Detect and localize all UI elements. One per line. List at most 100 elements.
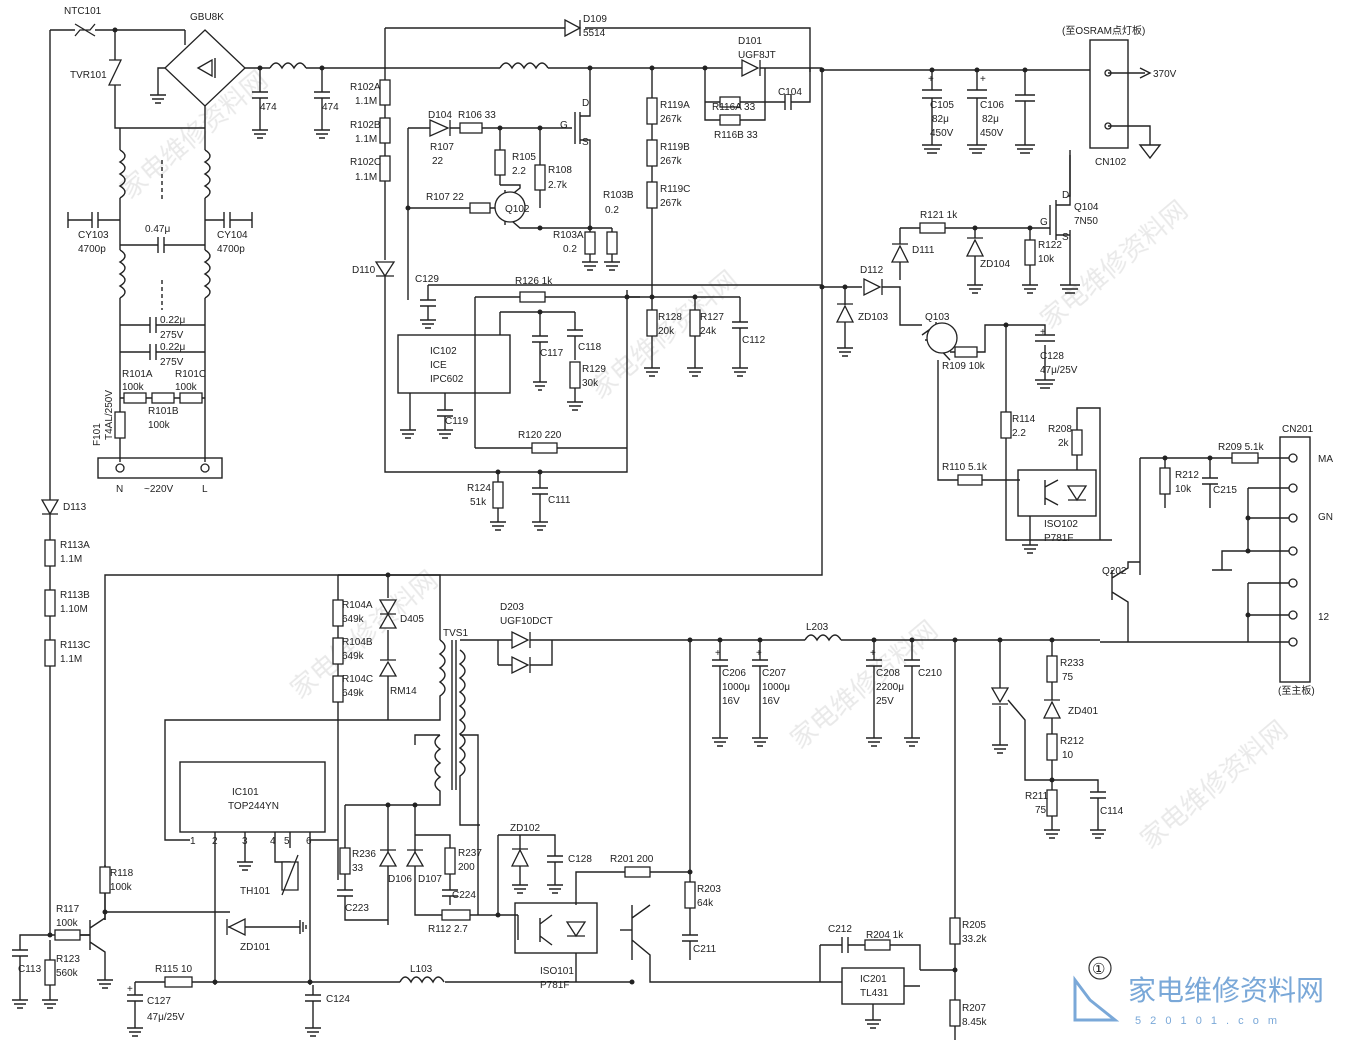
r102a-label: R102A	[350, 82, 381, 93]
c022a-volt: 275V	[160, 330, 184, 341]
brand-logo: ① 家电维修资料网 5 2 0 1 0 1 . c o m	[1073, 956, 1324, 1027]
c129-label: C129	[415, 274, 439, 285]
r128-label: R128	[658, 312, 682, 323]
cy104-label: CY104	[217, 230, 248, 241]
c208-plus: +	[870, 648, 876, 659]
r124-label: R124	[467, 483, 491, 494]
gn-label: GN	[1318, 512, 1333, 523]
r237-value: 200	[458, 862, 475, 873]
q102-transistor	[494, 191, 526, 223]
r101b-value: 100k	[148, 420, 171, 431]
r127-value: 24k	[700, 326, 717, 337]
c022a-label: 0.22μ	[160, 315, 185, 326]
c047-label: 0.47μ	[145, 224, 170, 235]
cn201-connector	[1279, 436, 1311, 683]
r103a-label: R103A	[553, 230, 584, 241]
r106-label: R106 33	[458, 110, 496, 121]
pfc-section: 474 474 D109 5514 R102A 1.1M R102B 1.1M …	[104, 14, 1177, 920]
ic201-part: TL431	[860, 988, 889, 999]
r113a-label: R113A	[60, 540, 90, 551]
f101-rating: T4AL/250V	[104, 390, 115, 440]
r105-label: R105	[512, 152, 536, 163]
c118-label: C118	[578, 342, 602, 353]
c128a-label: C128	[1040, 351, 1064, 362]
ic101-switcher	[179, 761, 326, 833]
d113-label: D113	[63, 502, 87, 513]
c105-label: C105	[930, 100, 954, 111]
r104a-value: 649k	[342, 614, 365, 625]
ma-label: MA	[1318, 454, 1333, 465]
r116b-label: R116B 33	[714, 130, 758, 141]
r119b-value: 267k	[660, 156, 683, 167]
d104-label: D104	[428, 110, 452, 121]
r119a-value: 267k	[660, 114, 683, 125]
r129-value: 30k	[582, 378, 599, 389]
r104c-value: 649k	[342, 688, 365, 699]
r204-label: R204 1k	[866, 930, 904, 941]
c111-label: C111	[548, 495, 571, 506]
tvr101-label: TVR101	[70, 70, 107, 81]
r105-value: 2.2	[512, 166, 526, 177]
ic101-pin6: 6	[306, 836, 312, 847]
cy103-label: CY103	[78, 230, 109, 241]
ic101-pin1: 1	[190, 836, 196, 847]
r122-value: 10k	[1038, 254, 1055, 265]
c215-label: C215	[1213, 485, 1237, 496]
r107a-value: 22	[432, 156, 444, 167]
c211-label: C211	[693, 944, 717, 955]
r124-value: 51k	[470, 497, 487, 508]
watermark-text: 家电维修资料网	[1035, 195, 1194, 335]
r114-value: 2.2	[1012, 428, 1026, 439]
v370-label: 370V	[1153, 69, 1177, 80]
r211-value: 75	[1035, 805, 1047, 816]
cy104-value: 4700p	[217, 244, 245, 255]
r108-value: 2.7k	[548, 180, 568, 191]
r110-label: R110 5.1k	[942, 462, 988, 473]
secondary-output: R203 64k C211 + C206 1000μ 16V + C207 10…	[620, 622, 1124, 1040]
ic102-type: ICE	[430, 360, 447, 371]
ic201-label: IC201	[860, 974, 887, 985]
line-label: L	[202, 484, 208, 495]
r101a-resistor	[123, 392, 147, 404]
r104b-label: R104B	[342, 637, 373, 648]
zd101-label: ZD101	[240, 942, 270, 953]
r103a-value: 0.2	[563, 244, 577, 255]
c127-plus: +	[127, 984, 133, 995]
c124-label: C124	[326, 994, 350, 1005]
c022b-volt: 275V	[160, 357, 184, 368]
c128a-plus: +	[1040, 327, 1046, 338]
c208-volt: 25V	[876, 696, 894, 707]
r120-label: R120 220	[518, 430, 562, 441]
standby-primary: D113 R113A 1.1M R113B 1.10M R113C 1.1M R…	[12, 499, 805, 1037]
osram-label: (至OSRAM点灯板)	[1062, 24, 1145, 37]
d109-label: D109	[583, 14, 607, 25]
r113b-label: R113B	[60, 590, 90, 601]
r127-label: R127	[700, 312, 724, 323]
r128-value: 20k	[658, 326, 675, 337]
neutral-label: N	[116, 484, 123, 495]
zd103-label: ZD103	[858, 312, 888, 323]
iso102-optocoupler	[1017, 469, 1097, 517]
tomain-label: (至主板)	[1278, 684, 1315, 697]
r117-value: 100k	[56, 918, 79, 929]
d107-label: D107	[418, 874, 442, 885]
r101c-label: R101C	[175, 369, 206, 380]
iso102-label: ISO102	[1044, 519, 1078, 530]
q104-source: S	[1062, 232, 1069, 243]
q103-label: Q103	[925, 312, 950, 323]
q104-label: Q104	[1074, 202, 1099, 213]
p12-label: 12	[1318, 612, 1330, 623]
r104a-label: R104A	[342, 600, 373, 611]
q202-label: Q202	[1102, 566, 1127, 577]
r212b-label: R212	[1060, 736, 1084, 747]
c206-label: C206	[722, 668, 746, 679]
r101b-label: R101B	[148, 406, 179, 417]
r208-value: 2k	[1058, 438, 1070, 449]
zd104-label: ZD104	[980, 259, 1010, 270]
rm14-label: RM14	[390, 686, 417, 697]
r205-value: 33.2k	[962, 934, 987, 945]
zd401-label: ZD401	[1068, 706, 1098, 717]
brand-logo-text: 家电维修资料网	[1128, 975, 1324, 1006]
d101-value: UGF8JT	[738, 50, 776, 61]
c105-volt: 450V	[930, 128, 954, 139]
